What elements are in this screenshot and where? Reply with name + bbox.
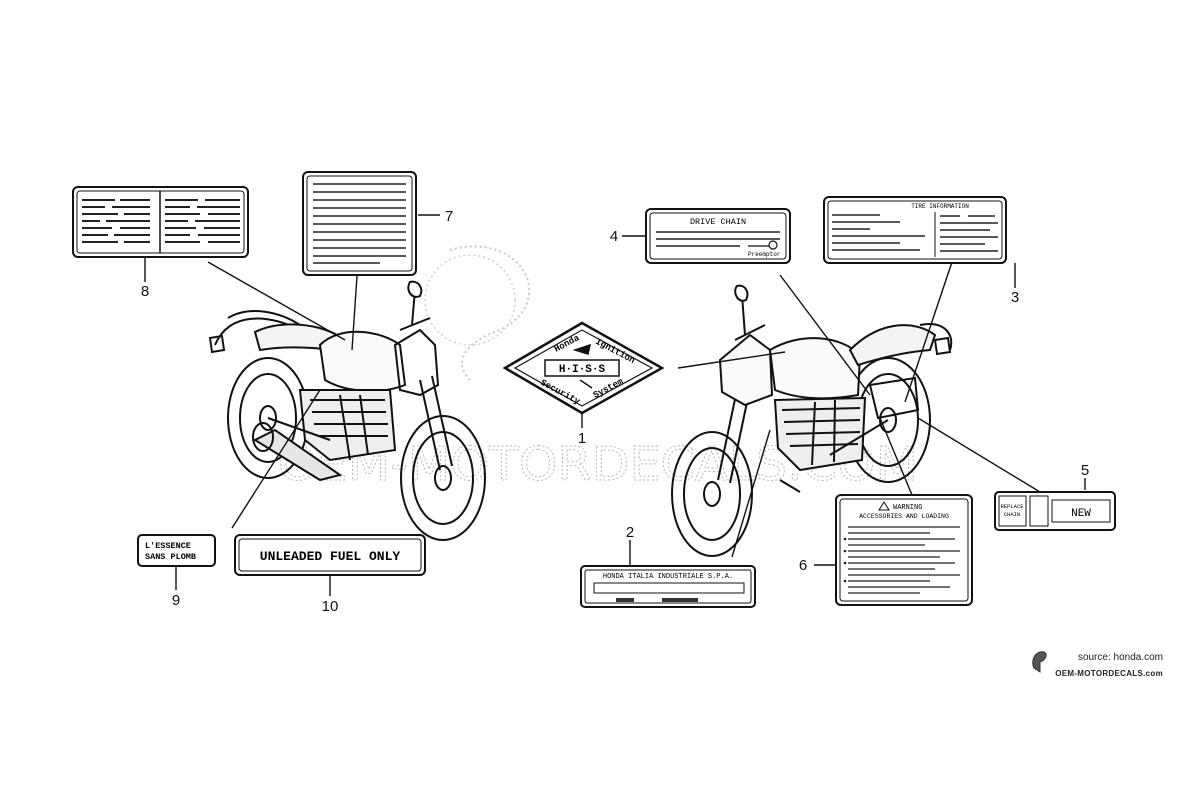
italia-text: HONDA ITALIA INDUSTRIALE S.P.A. xyxy=(603,573,733,581)
motorcycle-left-view xyxy=(208,280,486,541)
tire-info-title: TIRE INFORMATION xyxy=(911,203,969,210)
chain-tool-icon xyxy=(748,240,778,250)
callout-10: 10 xyxy=(322,598,339,615)
callout-7: 7 xyxy=(445,208,453,225)
source-credit: source: honda.com OEM-MOTORDECALS.com xyxy=(1032,651,1163,678)
label-4-drive-chain: DRIVE CHAIN Preemptor xyxy=(645,208,791,264)
source-site: OEM-MOTORDECALS.com xyxy=(1055,669,1163,678)
callout-numbers: 1 2 3 4 5 6 7 8 9 10 xyxy=(141,208,1089,615)
callout-1: 1 xyxy=(578,430,586,447)
chain-text: CHAIN xyxy=(1004,511,1021,518)
warning-subtitle: ACCESSORIES AND LOADING xyxy=(859,513,949,520)
site-logo-icon xyxy=(1032,651,1047,673)
label-6-warning-accessories: WARNING ACCESSORIES AND LOADING xyxy=(835,494,973,606)
callout-8: 8 xyxy=(141,283,149,300)
drive-chain-title: DRIVE CHAIN xyxy=(690,217,746,227)
label-8-info-panel xyxy=(72,186,249,258)
callout-6: 6 xyxy=(799,557,807,574)
motorcycle-right-view xyxy=(671,284,953,557)
callout-9: 9 xyxy=(172,592,180,609)
key-icon xyxy=(572,343,593,389)
callout-5: 5 xyxy=(1081,462,1089,479)
source-caption: source: honda.com xyxy=(1078,652,1163,663)
label-7-info-panel xyxy=(302,171,417,276)
warning-title: WARNING xyxy=(893,504,922,512)
callout-4: 4 xyxy=(610,228,618,245)
unleaded-text: UNLEADED FUEL ONLY xyxy=(260,549,401,564)
callout-2: 2 xyxy=(626,524,634,541)
label-5-replace-chain: REPLACE CHAIN NEW xyxy=(994,491,1116,531)
callout-3: 3 xyxy=(1011,289,1019,306)
drive-chain-footer: Preemptor xyxy=(748,251,781,258)
label-1-hiss-badge: Honda Ignition H·I·S·S Security System xyxy=(502,321,665,415)
label-10-unleaded-fuel: UNLEADED FUEL ONLY xyxy=(234,534,426,576)
replace-text: REPLACE xyxy=(1000,503,1024,510)
hiss-line3: H·I·S·S xyxy=(559,364,606,376)
new-text: NEW xyxy=(1071,508,1091,520)
essence-line2: SANS PLOMB xyxy=(145,552,196,562)
warning-triangle-icon xyxy=(878,501,890,511)
essence-line1: L'ESSENCE xyxy=(145,541,191,551)
label-3-tire-information: TIRE INFORMATION xyxy=(823,196,1007,264)
label-2-honda-italia-plate: HONDA ITALIA INDUSTRIALE S.P.A. xyxy=(580,565,756,608)
label-9-essence-sans-plomb: L'ESSENCE SANS PLOMB xyxy=(137,534,216,567)
leader-lines xyxy=(144,214,1086,596)
